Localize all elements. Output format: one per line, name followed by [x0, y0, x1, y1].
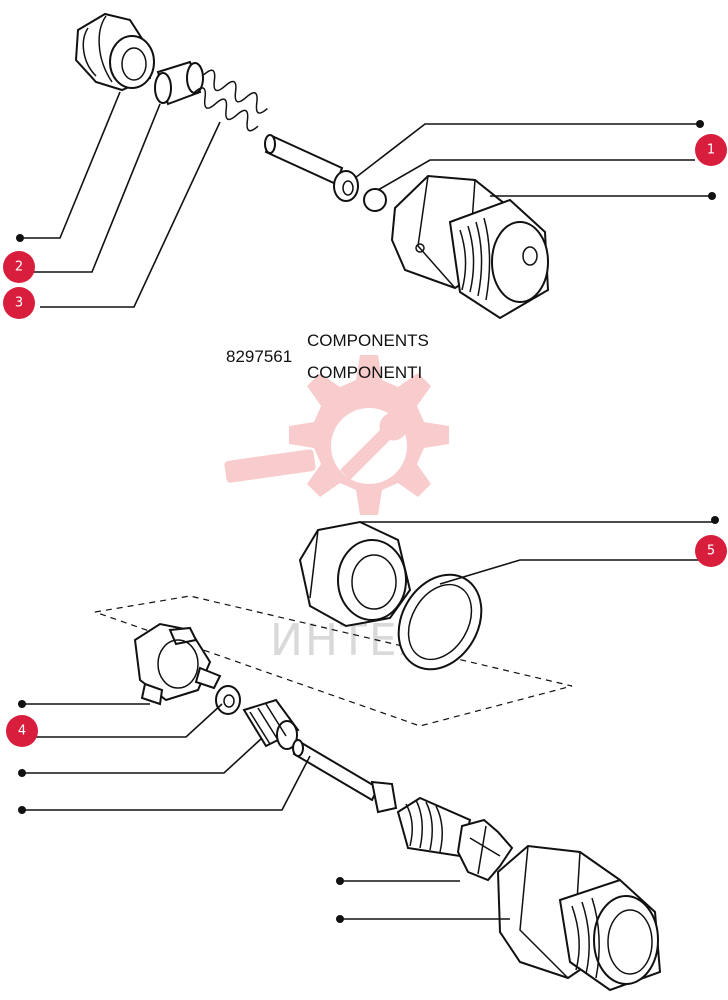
svg-text:2: 2	[15, 260, 23, 275]
washer-lower	[215, 685, 241, 715]
svg-text:5: 5	[707, 544, 715, 559]
spring-lower	[242, 698, 300, 750]
upper-leaders	[16, 91, 716, 308]
valve-body-top	[390, 174, 550, 320]
seal-ring	[397, 573, 483, 671]
spring-top	[193, 69, 268, 132]
title-components-en: COMPONENTS	[307, 331, 429, 350]
svg-text:4: 4	[18, 724, 26, 739]
callout-2: 2	[3, 251, 35, 283]
ball-top	[363, 188, 387, 212]
watermark-gear-icon	[224, 355, 449, 515]
pin-top	[154, 60, 204, 106]
callout-1: 1	[695, 134, 727, 166]
callout-5: 5	[695, 535, 727, 567]
valve-body-lower	[496, 844, 662, 992]
threaded-stem	[396, 796, 472, 858]
rod-top	[264, 134, 344, 186]
lower-leaders	[18, 516, 719, 923]
callout-4: 4	[6, 715, 38, 747]
vane-piece	[456, 818, 514, 882]
washer-top	[333, 170, 359, 202]
dashed-group-outline	[94, 595, 573, 727]
title-components-it: COMPONENTI	[307, 363, 422, 382]
hex-nut-top	[74, 12, 155, 92]
part-code: 8297561	[226, 347, 292, 366]
upper-assembly	[74, 12, 550, 320]
svg-text:3: 3	[15, 296, 23, 311]
lower-assembly	[133, 520, 662, 992]
wing-nut	[133, 622, 222, 706]
callout-3: 3	[3, 287, 35, 319]
hex-nut-middle	[298, 520, 412, 628]
svg-text:1: 1	[707, 143, 715, 158]
rod-lower	[292, 739, 398, 814]
